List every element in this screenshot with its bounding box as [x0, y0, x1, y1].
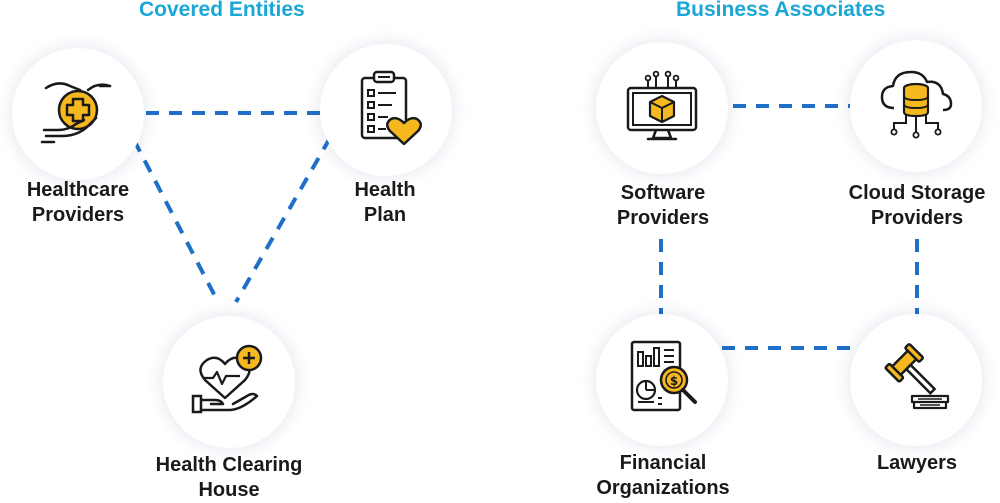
software-providers-label-line2: Providers: [616, 207, 710, 229]
financial-organizations-label: Financial Organizations: [553, 451, 773, 501]
health-plan-node: [320, 44, 452, 176]
financial-report-icon: $: [630, 340, 697, 412]
software-providers-node: [596, 42, 728, 174]
lawyers-label: Lawyers: [807, 451, 1000, 476]
healthcare-providers-label: Healthcare Providers: [0, 178, 188, 228]
svg-text:$: $: [670, 374, 678, 388]
heart-hand-icon: [191, 344, 263, 414]
connector-healthplan-clearinghouse: [234, 137, 332, 303]
gavel-icon: [884, 343, 950, 410]
clipboard-heart-icon: [360, 70, 422, 146]
cloud-storage-providers-node: [850, 40, 982, 172]
healthcare-providers-label-line1: Healthcare: [26, 179, 130, 201]
software-providers-label-line1: Software: [620, 182, 706, 204]
cloud-storage-providers-label-line1: Cloud Storage: [848, 182, 986, 204]
connector-healthcare-clearinghouse: [132, 139, 220, 303]
financial-organizations-node: $: [596, 314, 728, 446]
health-plan-label-line1: Health: [354, 179, 416, 201]
software-providers-label: Software Providers: [553, 181, 773, 231]
cloud-database-icon: [880, 70, 953, 139]
care-hands-icon: [40, 82, 112, 144]
lawyers-label-line1: Lawyers: [876, 452, 958, 474]
health-clearing-house-node: [163, 316, 295, 448]
monitor-cube-icon: [626, 70, 698, 141]
covered-entities-heading: Covered Entities: [139, 0, 305, 21]
health-clearing-house-label: Health Clearing House: [119, 453, 339, 503]
healthcare-providers-node: [12, 48, 144, 180]
lawyers-node: [850, 314, 982, 446]
health-clearing-house-label-line2: House: [198, 479, 260, 501]
cloud-storage-providers-label: Cloud Storage Providers: [807, 181, 1000, 231]
financial-organizations-label-line1: Financial: [619, 452, 707, 474]
business-associates-heading: Business Associates: [676, 0, 886, 21]
health-plan-label: Health Plan: [275, 178, 495, 228]
health-plan-label-line2: Plan: [363, 204, 407, 226]
financial-organizations-label-line2: Organizations: [596, 477, 730, 499]
health-clearing-house-label-line1: Health Clearing: [155, 454, 303, 476]
healthcare-providers-label-line2: Providers: [31, 204, 125, 226]
cloud-storage-providers-label-line2: Providers: [870, 207, 964, 229]
